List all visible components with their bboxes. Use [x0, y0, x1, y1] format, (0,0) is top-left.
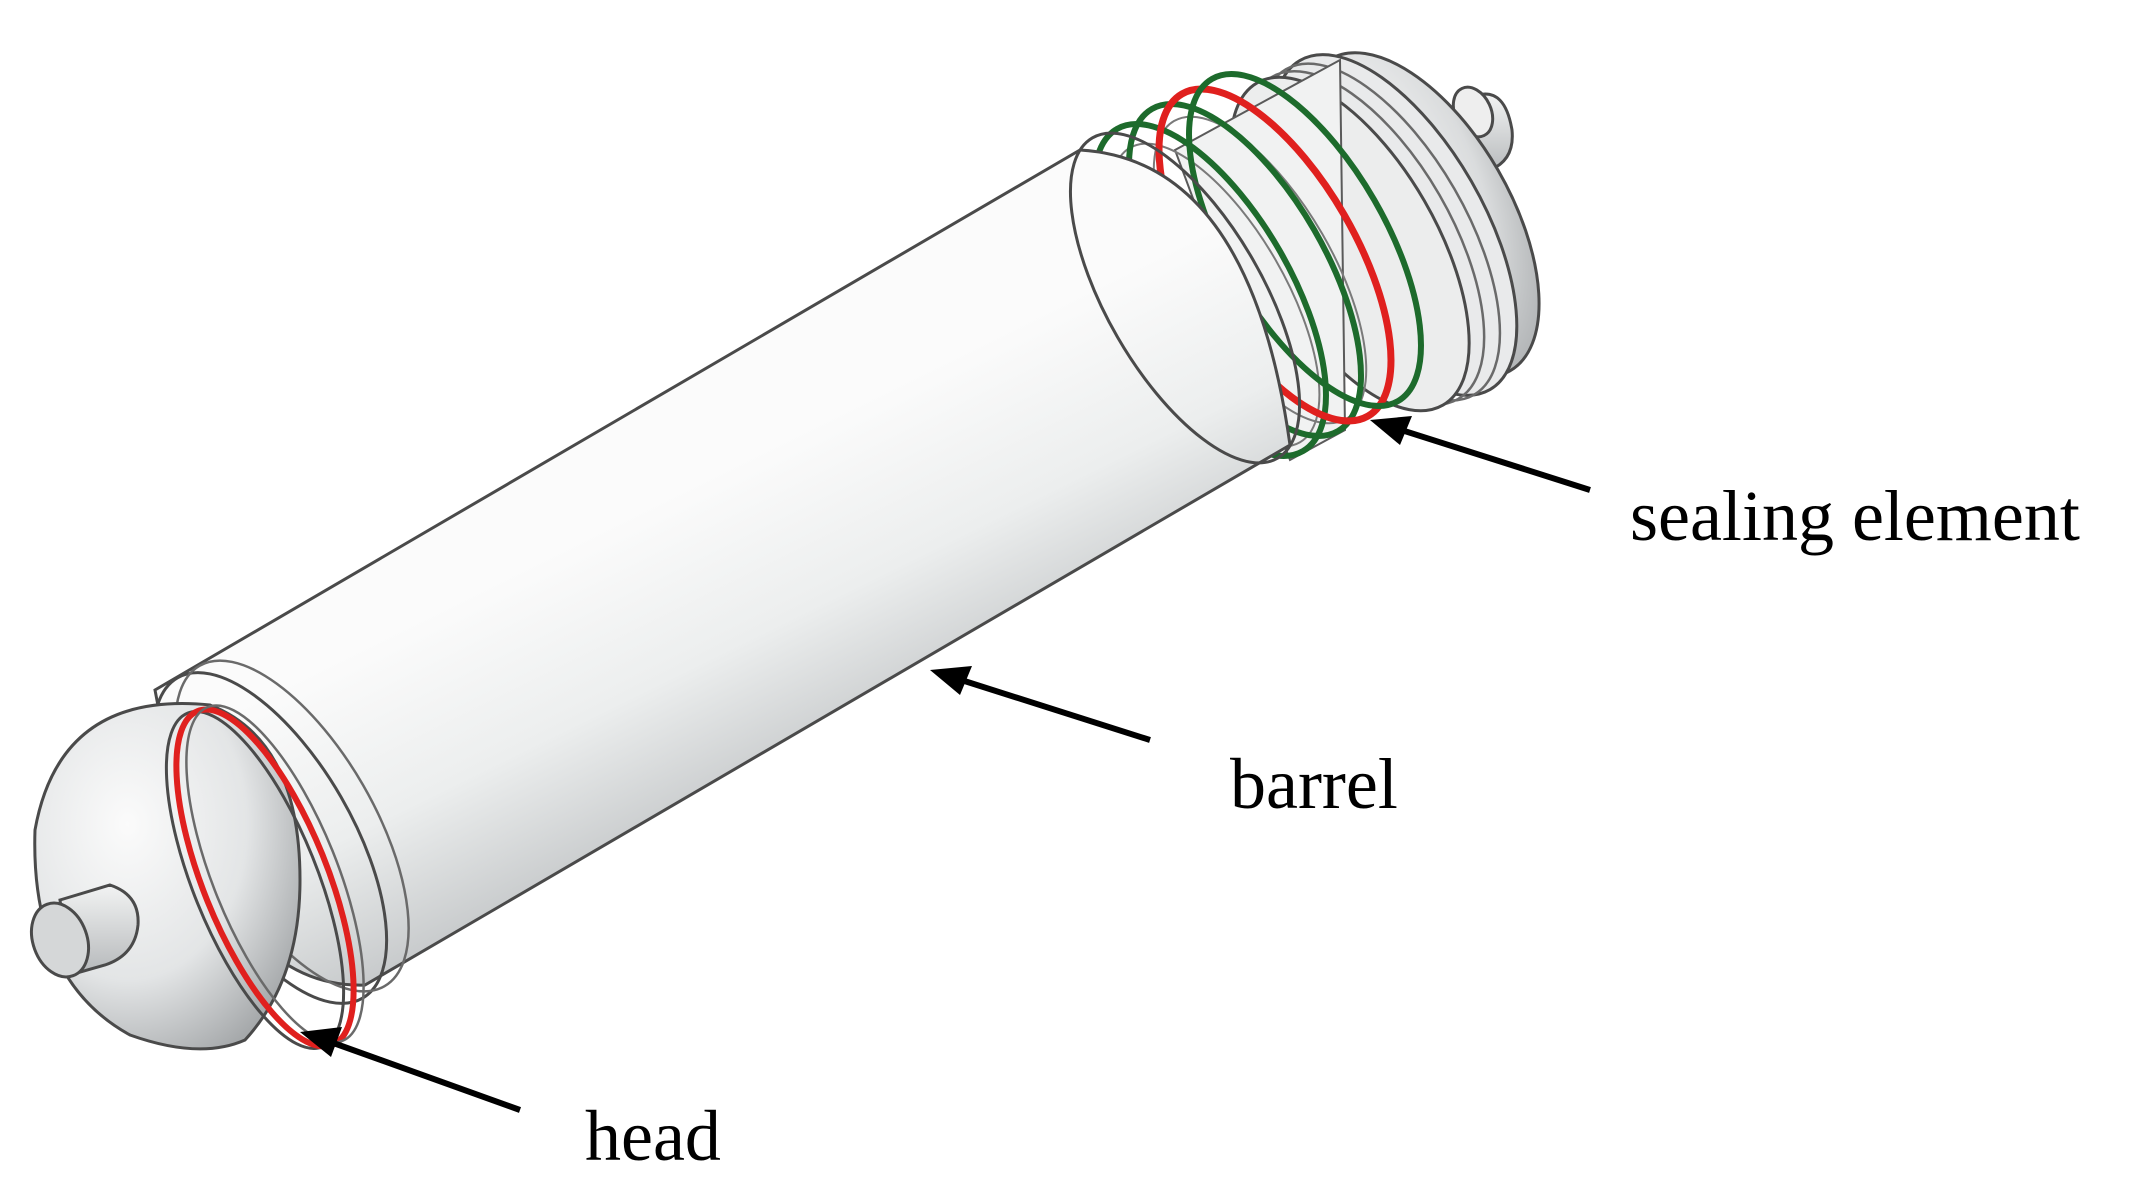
arrow-head [323, 1037, 522, 1113]
barrel-right-rim [1068, 131, 1302, 465]
arrow-barrel [954, 675, 1151, 743]
label-sealing-element: sealing element [1630, 476, 2080, 556]
left-flange-ring [185, 704, 365, 1044]
arrow-head-head [300, 1027, 342, 1057]
arrow-barrel-head [930, 666, 972, 695]
arrow-sealing-element-head [1370, 416, 1412, 445]
leader-arrows [300, 416, 1591, 1113]
left-head [29, 702, 365, 1051]
arrow-sealing-element [1394, 425, 1591, 493]
left-nozzle-face [29, 901, 91, 979]
label-barrel: barrel [1230, 744, 1398, 824]
label-head: head [585, 1096, 721, 1176]
